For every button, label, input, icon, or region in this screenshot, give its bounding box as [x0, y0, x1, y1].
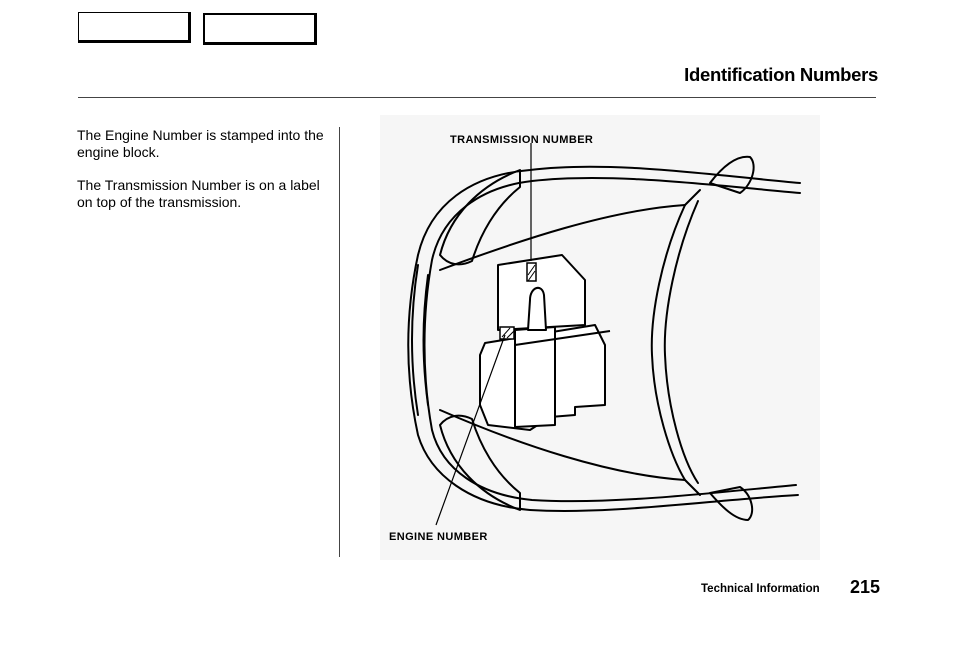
engine-number-paragraph: The Engine Number is stamped into the en… — [77, 127, 324, 160]
car-body-outline — [407, 165, 801, 512]
transmission-number-paragraph: The Transmission Number is on a label on… — [77, 177, 320, 210]
engine-bay-diagram — [380, 115, 820, 560]
page-number: 215 — [850, 577, 881, 597]
headlight-lower — [439, 414, 521, 511]
column-divider — [339, 127, 340, 557]
page-title: Identification Numbers — [684, 64, 878, 85]
nav-button-next[interactable] — [203, 13, 317, 45]
headlight-upper — [439, 169, 521, 266]
engine-assembly — [479, 254, 611, 431]
engine-number-label: ENGINE NUMBER — [389, 531, 488, 543]
footer-section-title: Technical Information — [701, 583, 820, 595]
mirror-lower — [709, 486, 754, 521]
mirror-upper — [709, 155, 755, 194]
windshield-outline — [650, 204, 686, 481]
nav-button-previous[interactable] — [78, 12, 191, 43]
engine-leader-line — [435, 334, 506, 526]
title-divider — [78, 97, 876, 98]
transmission-number-marker — [526, 262, 537, 282]
transmission-number-label: TRANSMISSION NUMBER — [450, 134, 594, 146]
